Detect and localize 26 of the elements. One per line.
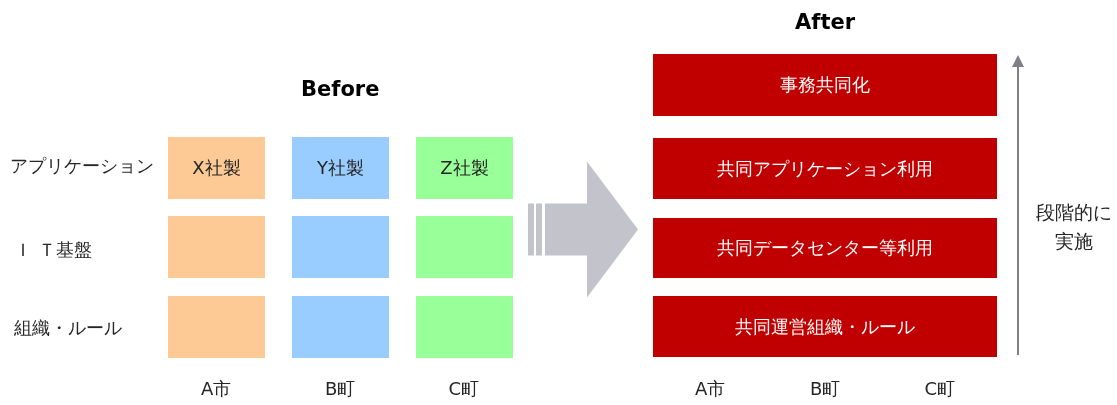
- layer-bar: 事務共同化: [653, 54, 997, 116]
- layer-bar: 共同運営組織・ルール: [653, 296, 997, 357]
- empty-box: [292, 216, 389, 278]
- row-label: アプリケーション: [10, 154, 154, 178]
- empty-box: [292, 296, 389, 358]
- column-label: A市: [695, 377, 726, 401]
- column-label: A市: [201, 377, 232, 401]
- column-label: B町: [325, 377, 356, 401]
- empty-box: [416, 216, 513, 278]
- system-box: Z社製: [416, 137, 513, 199]
- column-label: B町: [810, 377, 841, 401]
- heading: Before: [301, 77, 380, 101]
- empty-box: [168, 216, 265, 278]
- axis-label: 段階的に実施: [1035, 200, 1113, 254]
- layer-bar: 共同アプリケーション利用: [653, 138, 997, 199]
- column-label: C町: [924, 377, 956, 401]
- row-label: Ｉ Ｔ基盤: [14, 238, 92, 262]
- system-box: Y社製: [292, 137, 389, 199]
- row-label: 組織・ルール: [14, 316, 122, 340]
- system-box: X社製: [168, 137, 265, 199]
- layer-bar: 共同データセンター等利用: [653, 218, 997, 278]
- column-label: C町: [448, 377, 480, 401]
- empty-box: [168, 296, 265, 358]
- block-arrow: [528, 161, 638, 298]
- empty-box: [416, 296, 513, 358]
- heading: After: [795, 10, 856, 34]
